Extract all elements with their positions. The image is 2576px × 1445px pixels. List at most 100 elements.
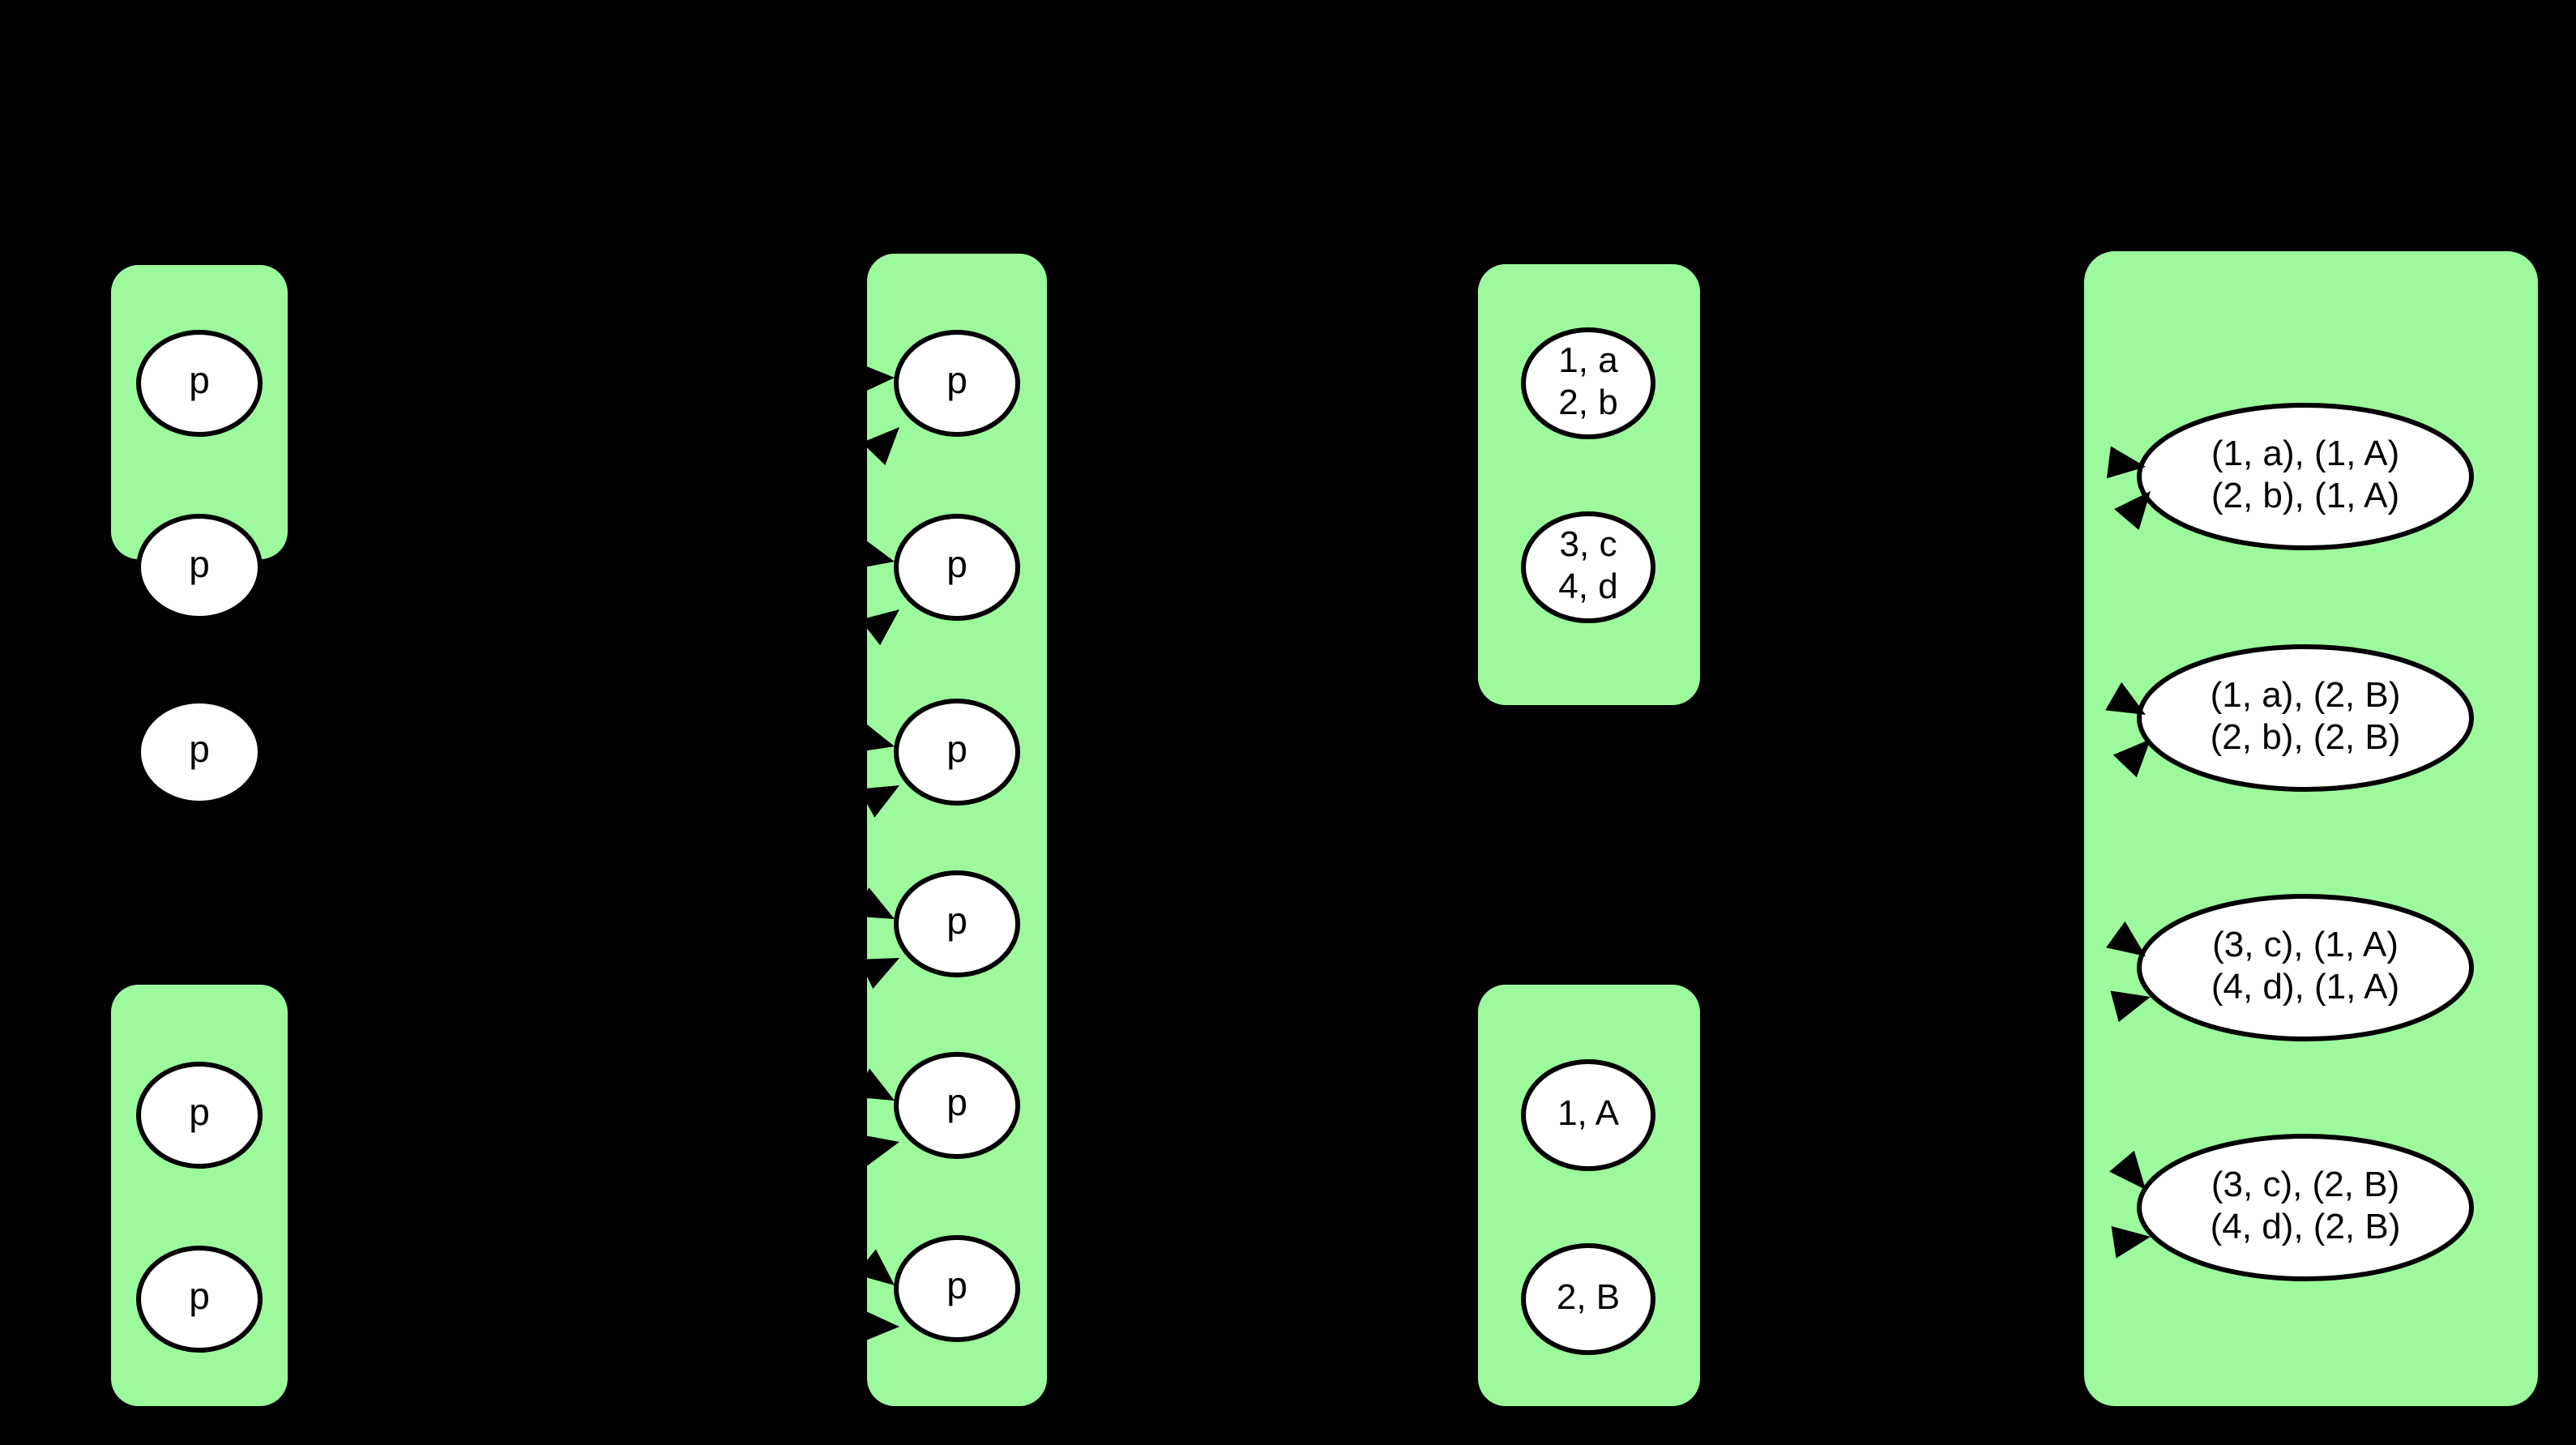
edge-lt-p3-to-m-p5 [256, 763, 875, 1101]
node-ellipse[interactable] [1521, 1243, 1655, 1355]
node-ellipse[interactable] [136, 699, 263, 806]
node-label-line: 1, A [1557, 1093, 1619, 1133]
edge-lt-p2-to-m-p4 [258, 597, 875, 920]
node-label-line: p [946, 543, 968, 585]
node-label-line: (2, b), (1, A) [2211, 476, 2399, 515]
edge-pt2-to-r4-arrowhead-icon [2109, 1150, 2146, 1190]
edge-pt2-to-r3 [1640, 597, 2123, 949]
node-label: p [189, 1091, 210, 1133]
node-label-line: p [946, 728, 968, 770]
node-label: p [946, 543, 968, 585]
node-label: p [946, 900, 968, 942]
node-ellipse[interactable] [2137, 1134, 2474, 1281]
node-label: p [946, 359, 968, 401]
edge-pb2-to-r2-arrowhead-icon [2112, 739, 2151, 778]
edge-pt1-to-r2-arrowhead-icon [2105, 682, 2146, 715]
node-label-line: (1, a), (1, A) [2211, 434, 2399, 473]
node-label-line: p [189, 1275, 210, 1317]
node-label-line: (4, d), (2, B) [2211, 1207, 2401, 1246]
node-label-line: p [189, 1091, 210, 1133]
edge-pt1-to-r1 [1649, 403, 2122, 466]
node-label: p [189, 728, 210, 770]
node-ellipse[interactable] [894, 1235, 1020, 1342]
node-label: p [946, 1081, 968, 1123]
node-label-line: 3, c [1560, 524, 1617, 564]
node-ellipse[interactable] [136, 514, 263, 621]
node-label: p [189, 359, 210, 401]
edge-lt-p1-to-m-p2 [258, 413, 874, 562]
node-ellipse[interactable] [1521, 1059, 1655, 1171]
node-label: 2, B [1557, 1277, 1620, 1317]
node-label-line: 1, a [1558, 340, 1618, 380]
edge-pb2-to-r4-arrowhead-icon [2111, 1226, 2151, 1259]
node-label: p [946, 1264, 968, 1306]
node-ellipse[interactable] [894, 699, 1020, 806]
node-ellipse[interactable] [894, 330, 1020, 437]
edge-lt-p2-to-m-p3-arrowhead-icon [854, 720, 895, 753]
edge-lt-p1-to-m-p1 [257, 377, 874, 398]
node-ellipse[interactable] [136, 330, 263, 437]
edge-lb-p2-to-m-p6 [260, 1310, 878, 1328]
node-label-line: (1, a), (2, B) [2211, 675, 2401, 715]
node-label-line: 4, d [1558, 566, 1617, 606]
node-ellipse[interactable] [2137, 403, 2474, 550]
node-ellipse[interactable] [136, 1062, 263, 1169]
node-ellipse[interactable] [2137, 894, 2474, 1041]
edge-pt1-to-r2 [1647, 425, 2123, 703]
node-ellipse[interactable] [894, 870, 1020, 977]
node-ellipse[interactable] [1521, 511, 1655, 623]
edge-lb-p2-to-m-p5-arrowhead-icon [859, 1134, 899, 1166]
edge-pb2-to-r2 [1638, 750, 2129, 1265]
node-ellipse[interactable] [2137, 644, 2474, 792]
edge-lt-p2-to-m-p3 [257, 577, 874, 748]
node-label-line: p [946, 359, 968, 401]
edge-pb1-to-r1-arrowhead-icon [2114, 491, 2151, 531]
node-label: p [189, 1275, 210, 1317]
node-label: (3, c), (2, B)(4, d), (2, B) [2211, 1165, 2401, 1246]
edge-lb-p1-to-m-p3-arrowhead-icon [859, 785, 899, 818]
node-label-line: p [189, 728, 210, 770]
edge-lt-p3-to-m-p5-arrowhead-icon [854, 1068, 895, 1101]
edge-lt-p1-to-m-p2-arrowhead-icon [854, 537, 895, 569]
node-label-line: 2, b [1558, 383, 1617, 422]
node-label-line: (3, c), (2, B) [2211, 1165, 2399, 1204]
edge-lb-p2-to-m-p4-arrowhead-icon [858, 958, 899, 989]
edge-lb-p2-to-m-p4 [254, 960, 878, 1263]
edge-pt1-to-r1-arrowhead-icon [2106, 446, 2146, 479]
edge-lt-p2-to-m-p4-arrowhead-icon [853, 887, 895, 919]
node-label: (1, a), (2, B)(2, b), (2, B) [2211, 675, 2401, 757]
node-label-line: (2, b), (2, B) [2211, 717, 2401, 757]
result-partition-group[interactable] [2084, 251, 2538, 1406]
edge-pb1-to-r1 [1638, 502, 2129, 1079]
edge-lt-p3-to-m-p6-arrowhead-icon [855, 1249, 895, 1285]
edge-pb1-to-r3-arrowhead-icon [2110, 990, 2151, 1023]
node-label-line: p [189, 359, 210, 401]
edge-lb-p2-to-m-p6-arrowhead-icon [861, 1310, 899, 1343]
node-ellipse[interactable] [894, 514, 1020, 621]
edges-layer [254, 377, 2129, 1328]
edge-lt-p3-to-m-p6 [258, 782, 875, 1286]
edge-lb-p1-to-m-p2-arrowhead-icon [860, 609, 899, 646]
node-label-line: p [189, 543, 210, 585]
edge-lb-p1-to-m-p1-arrowhead-icon [861, 427, 899, 465]
edge-lt-p1-to-m-p1-arrowhead-icon [857, 362, 895, 395]
node-ellipse[interactable] [1521, 327, 1655, 439]
node-label-line: p [946, 900, 968, 942]
edge-pt2-to-r3-arrowhead-icon [2106, 921, 2146, 956]
edge-pt2-to-r4 [1644, 609, 2124, 1178]
node-label: p [946, 728, 968, 770]
node-label: p [189, 543, 210, 585]
node-label-line: (3, c), (1, A) [2212, 925, 2399, 964]
edge-lb-p2-to-m-p5 [257, 1142, 878, 1289]
node-label-line: (4, d), (1, A) [2211, 967, 2399, 1007]
node-ellipse[interactable] [136, 1246, 263, 1353]
node-label-line: 2, B [1557, 1277, 1620, 1317]
node-ellipse[interactable] [894, 1052, 1020, 1159]
node-label: (3, c), (1, A)(4, d), (1, A) [2211, 925, 2399, 1007]
edge-pb2-to-r4 [1649, 1238, 2127, 1314]
edge-pb1-to-r3 [1649, 999, 2127, 1131]
